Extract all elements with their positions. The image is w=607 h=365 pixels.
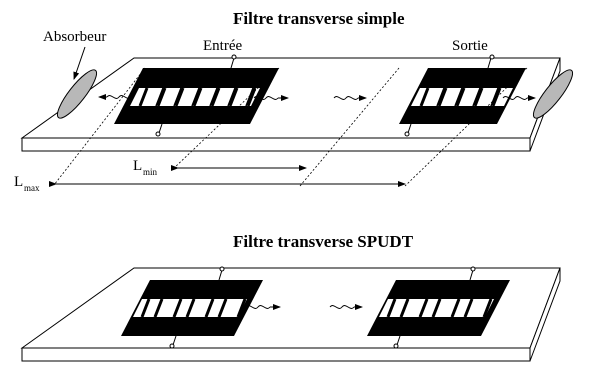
bottom-title: Filtre transverse SPUDT — [233, 232, 414, 251]
spudt-wave-out — [245, 305, 271, 309]
wave-to-left-absorber — [106, 95, 132, 99]
top-filter-diagram: Filtre transverse simple Absorbeur Entré… — [14, 9, 574, 193]
right-absorber-pad — [532, 69, 574, 119]
left-absorber-pad — [56, 69, 98, 119]
wave-to-output — [333, 96, 359, 100]
lmin-dimension: L min — [133, 158, 307, 177]
top-title: Filtre transverse simple — [233, 9, 405, 28]
lmax-label: L — [14, 174, 23, 190]
wave-from-input — [253, 96, 279, 100]
spudt-output-transducer — [367, 266, 510, 349]
input-label: Entrée — [203, 38, 242, 54]
spudt-input-transducer — [121, 266, 263, 349]
spudt-wave-in — [329, 305, 355, 309]
absorber-label: Absorbeur — [43, 29, 106, 45]
bottom-filter-diagram: Filtre transverse SPUDT — [20, 232, 561, 362]
reference-dotted-lines — [53, 67, 528, 187]
lmax-dimension: L max — [14, 174, 406, 193]
wave-to-right-absorber — [502, 96, 528, 100]
absorber-pointer-arrow — [73, 46, 86, 80]
lmin-label: L — [133, 158, 142, 174]
output-label: Sortie — [452, 38, 488, 54]
top-input-transducer — [114, 54, 279, 137]
lmax-subscript: max — [24, 183, 40, 193]
lmin-subscript: min — [143, 167, 158, 177]
top-output-transducer — [399, 54, 526, 137]
